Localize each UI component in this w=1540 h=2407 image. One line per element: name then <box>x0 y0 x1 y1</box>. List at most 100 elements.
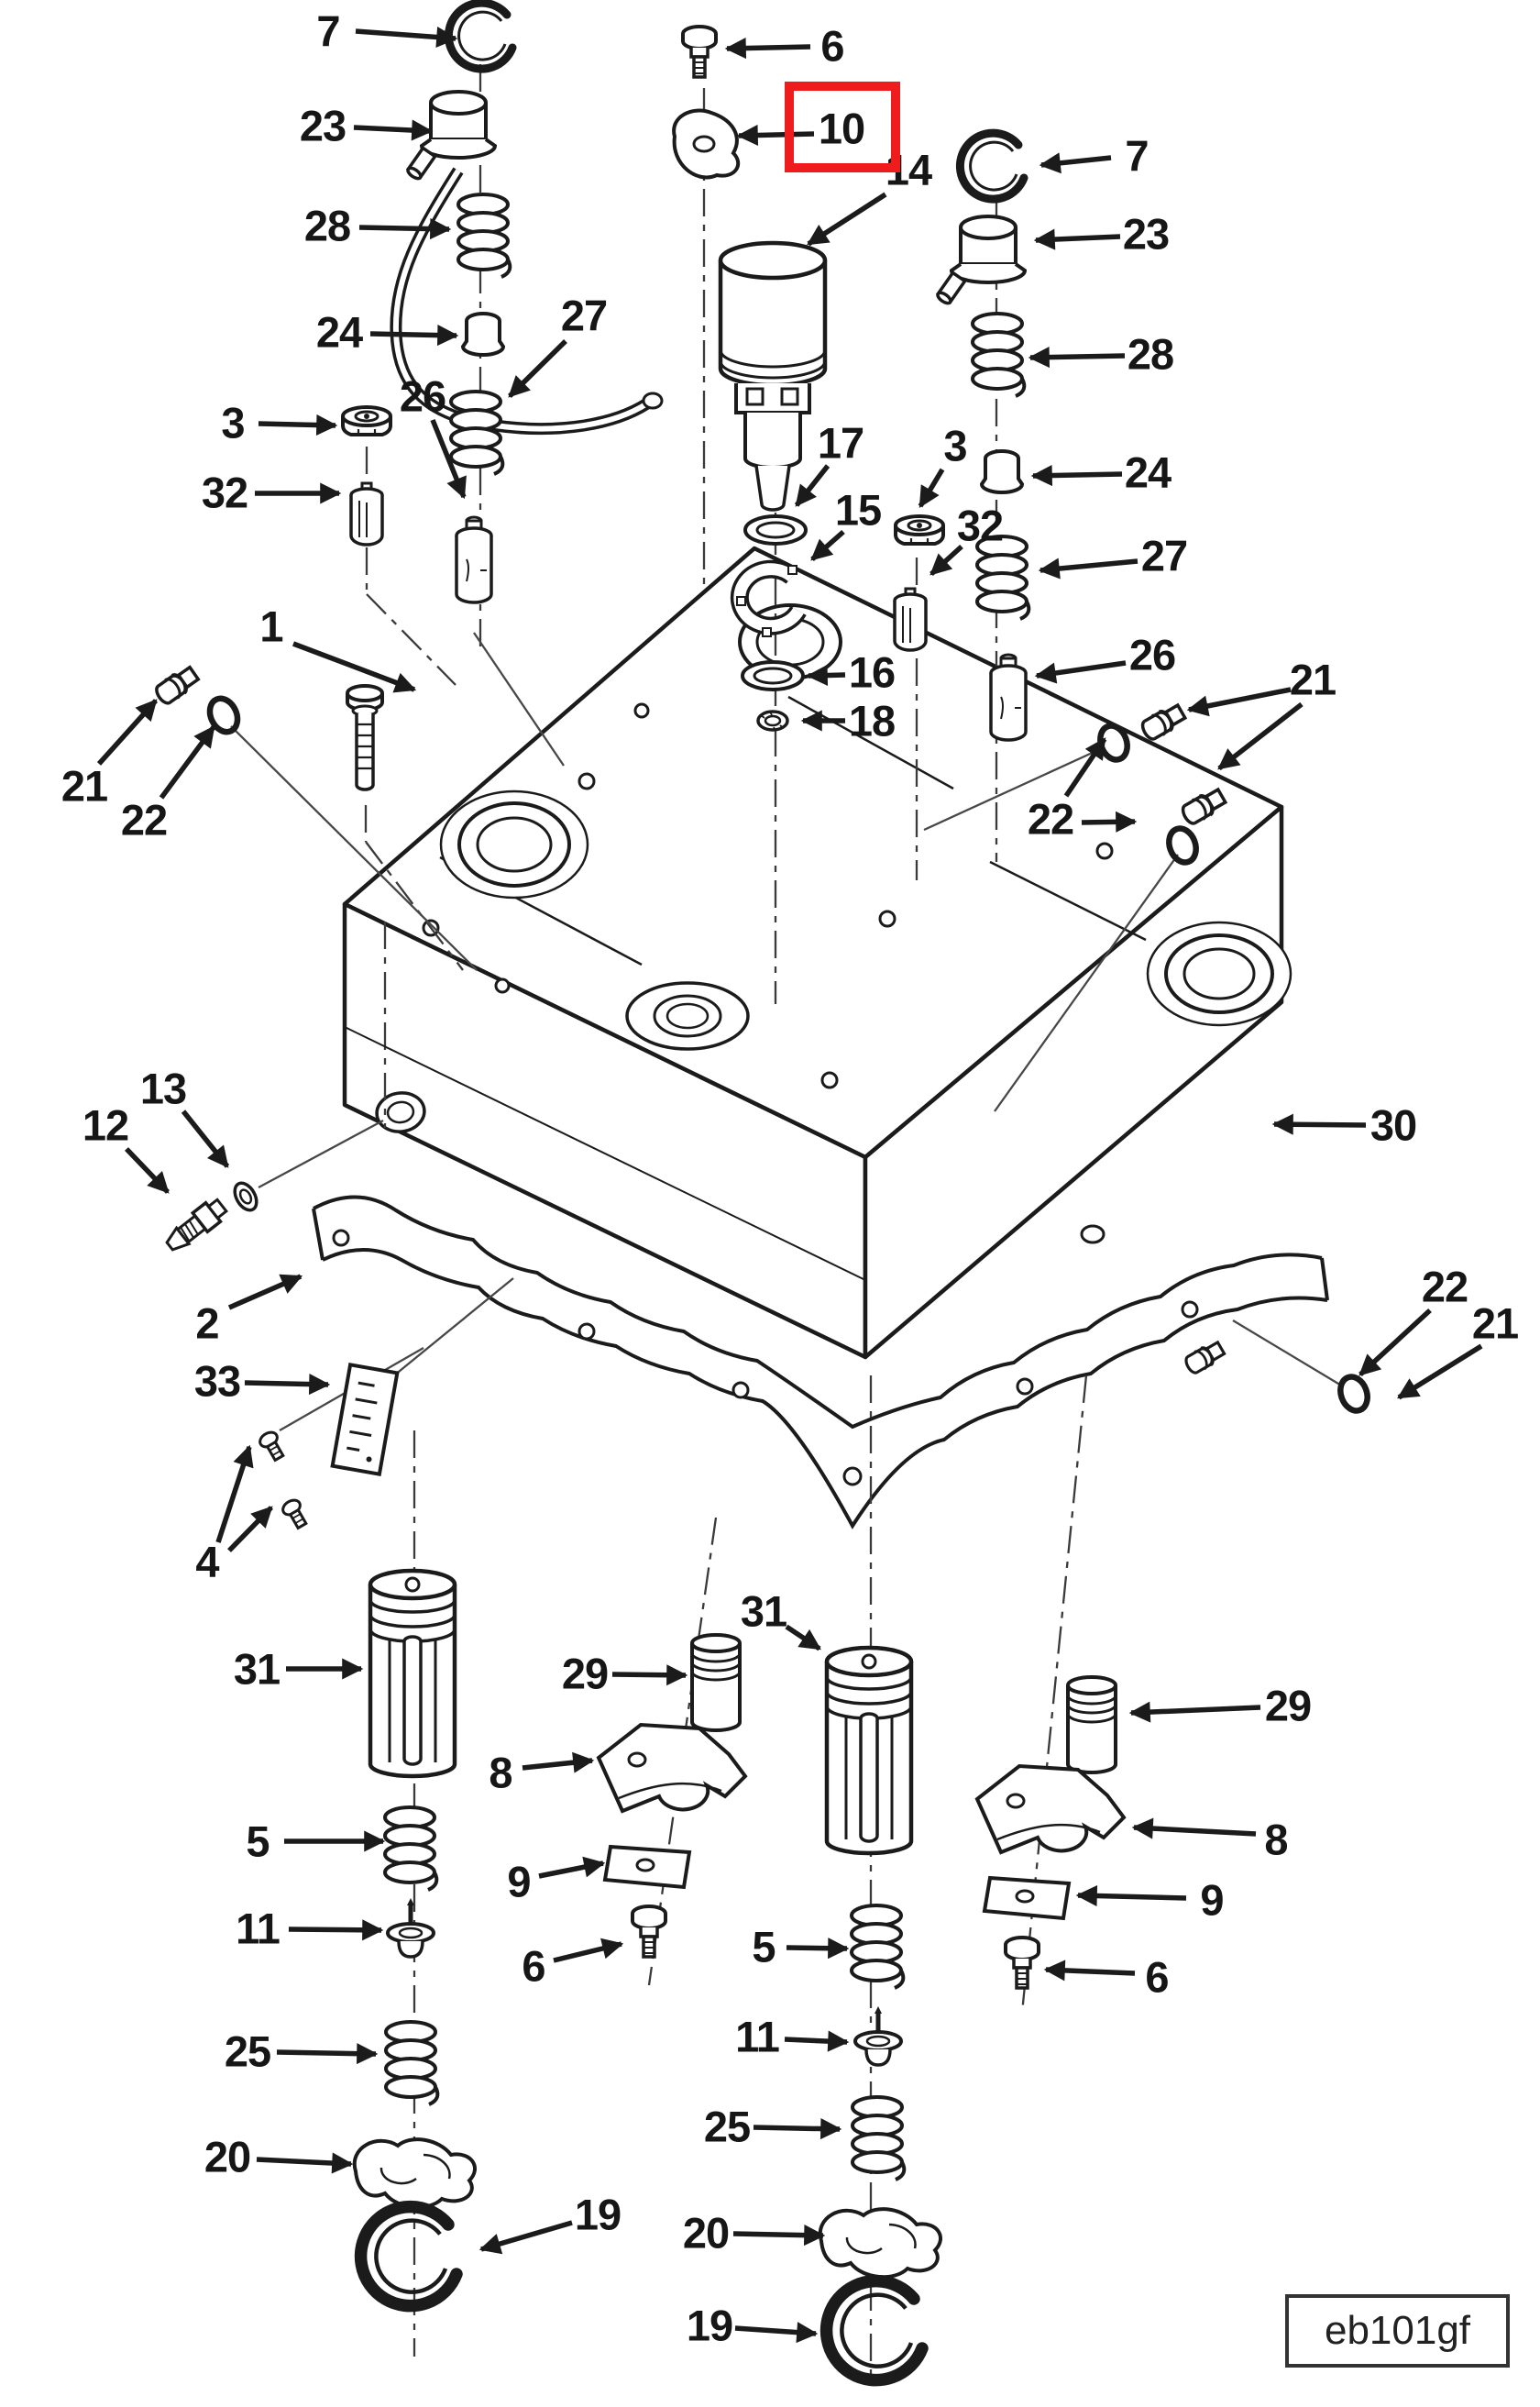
part-10-cam-follower-plate <box>672 108 741 180</box>
callout-arrow-23 <box>353 119 434 141</box>
callout-label-25: 25 <box>225 2027 270 2076</box>
part-31-lifter-center <box>827 1648 911 1853</box>
callout-arrow-9 <box>538 1856 606 1879</box>
callout-label-6: 6 <box>1145 1953 1168 2002</box>
callout-arrow-33 <box>244 1373 331 1396</box>
callout-label-5: 5 <box>246 1817 269 1866</box>
callout-arrow-21 <box>1186 687 1292 717</box>
callout-arrow-29 <box>1128 1701 1261 1723</box>
callout-arrow-11 <box>288 1919 384 1941</box>
part-21-fitting-left <box>151 662 203 709</box>
part-3-nut-mid <box>894 514 945 547</box>
callout-label-33: 33 <box>194 1357 240 1406</box>
callout-arrow-22 <box>1081 811 1138 833</box>
callout-label-18: 18 <box>849 697 895 745</box>
callout-arrow-25 <box>276 2043 379 2065</box>
callout-label-9: 9 <box>507 1858 530 1906</box>
callout-label-27: 27 <box>561 292 607 340</box>
callout-label-24: 24 <box>1125 448 1172 497</box>
callout-arrow-22 <box>159 725 216 800</box>
callout-label-13: 13 <box>140 1065 186 1113</box>
callout-label-19: 19 <box>575 2191 621 2239</box>
callout-arrow-11 <box>784 2030 850 2052</box>
callout-arrow-3 <box>258 414 338 436</box>
part-6-bolt-right <box>1004 1936 1040 1990</box>
callout-label-8: 8 <box>489 1749 512 1797</box>
callout-label-20: 20 <box>683 2209 729 2258</box>
callout-label-2: 2 <box>195 1299 218 1348</box>
callout-label-7: 7 <box>316 7 339 56</box>
part-28-spring-right <box>971 312 1027 398</box>
callout-arrow-31 <box>785 1624 821 1651</box>
part-1-bolt <box>346 684 384 791</box>
callout-arrow-27 <box>1038 558 1138 580</box>
callout-label-10: 10 <box>819 105 864 153</box>
callout-arrow-7 <box>1039 152 1112 174</box>
callout-label-21: 21 <box>1472 1299 1518 1348</box>
callout-arrow-28 <box>1028 347 1126 369</box>
highlight-box <box>785 82 900 172</box>
part-21-fitting-right-1 <box>1138 700 1189 745</box>
part-23-retainer-right <box>934 215 1027 307</box>
part-5-spring-left <box>383 1805 439 1892</box>
callout-label-3: 3 <box>221 399 244 447</box>
part-23-retainer-left <box>404 90 497 182</box>
part-20-follower-left <box>352 2137 478 2210</box>
part-9-plate-right <box>983 1876 1071 1920</box>
callout-arrow-8 <box>1131 1817 1257 1839</box>
callout-arrow-22 <box>1063 737 1107 798</box>
part-26-cylinder-right <box>989 653 1028 742</box>
callout-arrow-10 <box>736 124 815 147</box>
callout-label-12: 12 <box>82 1101 128 1150</box>
callout-label-1: 1 <box>259 602 282 651</box>
part-3-nut-left <box>341 405 392 438</box>
part-31-lifter-left <box>370 1571 455 1776</box>
part-6-bolt-top <box>681 25 718 79</box>
callout-arrow-21 <box>96 699 159 766</box>
callout-label-11: 11 <box>735 2013 779 2061</box>
part-4-screw-1 <box>256 1428 289 1464</box>
callout-label-23: 23 <box>300 102 346 150</box>
part-17-seal-ring <box>743 514 808 546</box>
part-25-spring-center <box>851 2095 907 2181</box>
part-9-plate-mid <box>603 1845 691 1889</box>
callout-arrow-2 <box>227 1274 303 1310</box>
part-19-snap-ring-center <box>827 2281 922 2380</box>
part-8-clamp-right <box>975 1764 1126 1854</box>
callout-label-29: 29 <box>562 1650 608 1698</box>
callout-label-28: 28 <box>304 202 350 250</box>
callout-label-32: 32 <box>202 469 248 517</box>
callout-label-17: 17 <box>818 419 864 468</box>
front-port-hole <box>375 1091 426 1133</box>
figure-code: eb101gf <box>1324 2308 1471 2353</box>
figure-code-box: eb101gf <box>1285 2294 1510 2368</box>
callout-label-31: 31 <box>741 1587 786 1636</box>
part-11-valve-center <box>855 2006 901 2065</box>
part-12-sensor <box>160 1194 231 1257</box>
callout-arrow-17 <box>794 464 830 507</box>
callout-label-16: 16 <box>849 648 895 697</box>
callout-arrow-1 <box>292 641 417 693</box>
callout-arrow-30 <box>1271 1113 1367 1135</box>
callout-label-29: 29 <box>1265 1682 1311 1730</box>
callout-arrow-14 <box>807 192 887 247</box>
callout-label-5: 5 <box>752 1923 775 1971</box>
part-32-plunger-left <box>349 481 384 547</box>
callout-label-27: 27 <box>1141 532 1187 580</box>
callout-arrow-19 <box>734 2322 819 2344</box>
callout-arrow-8 <box>522 1751 595 1773</box>
callout-label-19: 19 <box>687 2302 732 2350</box>
callout-label-28: 28 <box>1128 330 1173 379</box>
callout-label-8: 8 <box>1264 1816 1287 1864</box>
callout-arrow-21 <box>1397 1343 1483 1400</box>
part-29-piston-right <box>1066 1675 1117 1774</box>
callout-arrow-12 <box>125 1147 170 1194</box>
callout-arrow-6 <box>1043 1960 1136 1982</box>
callout-arrow-15 <box>810 529 845 562</box>
callout-arrow-25 <box>753 2118 842 2140</box>
part-7-snap-ring-left <box>448 3 512 69</box>
callout-arrow-6 <box>553 1938 624 1963</box>
part-11-valve-left <box>388 1898 434 1957</box>
